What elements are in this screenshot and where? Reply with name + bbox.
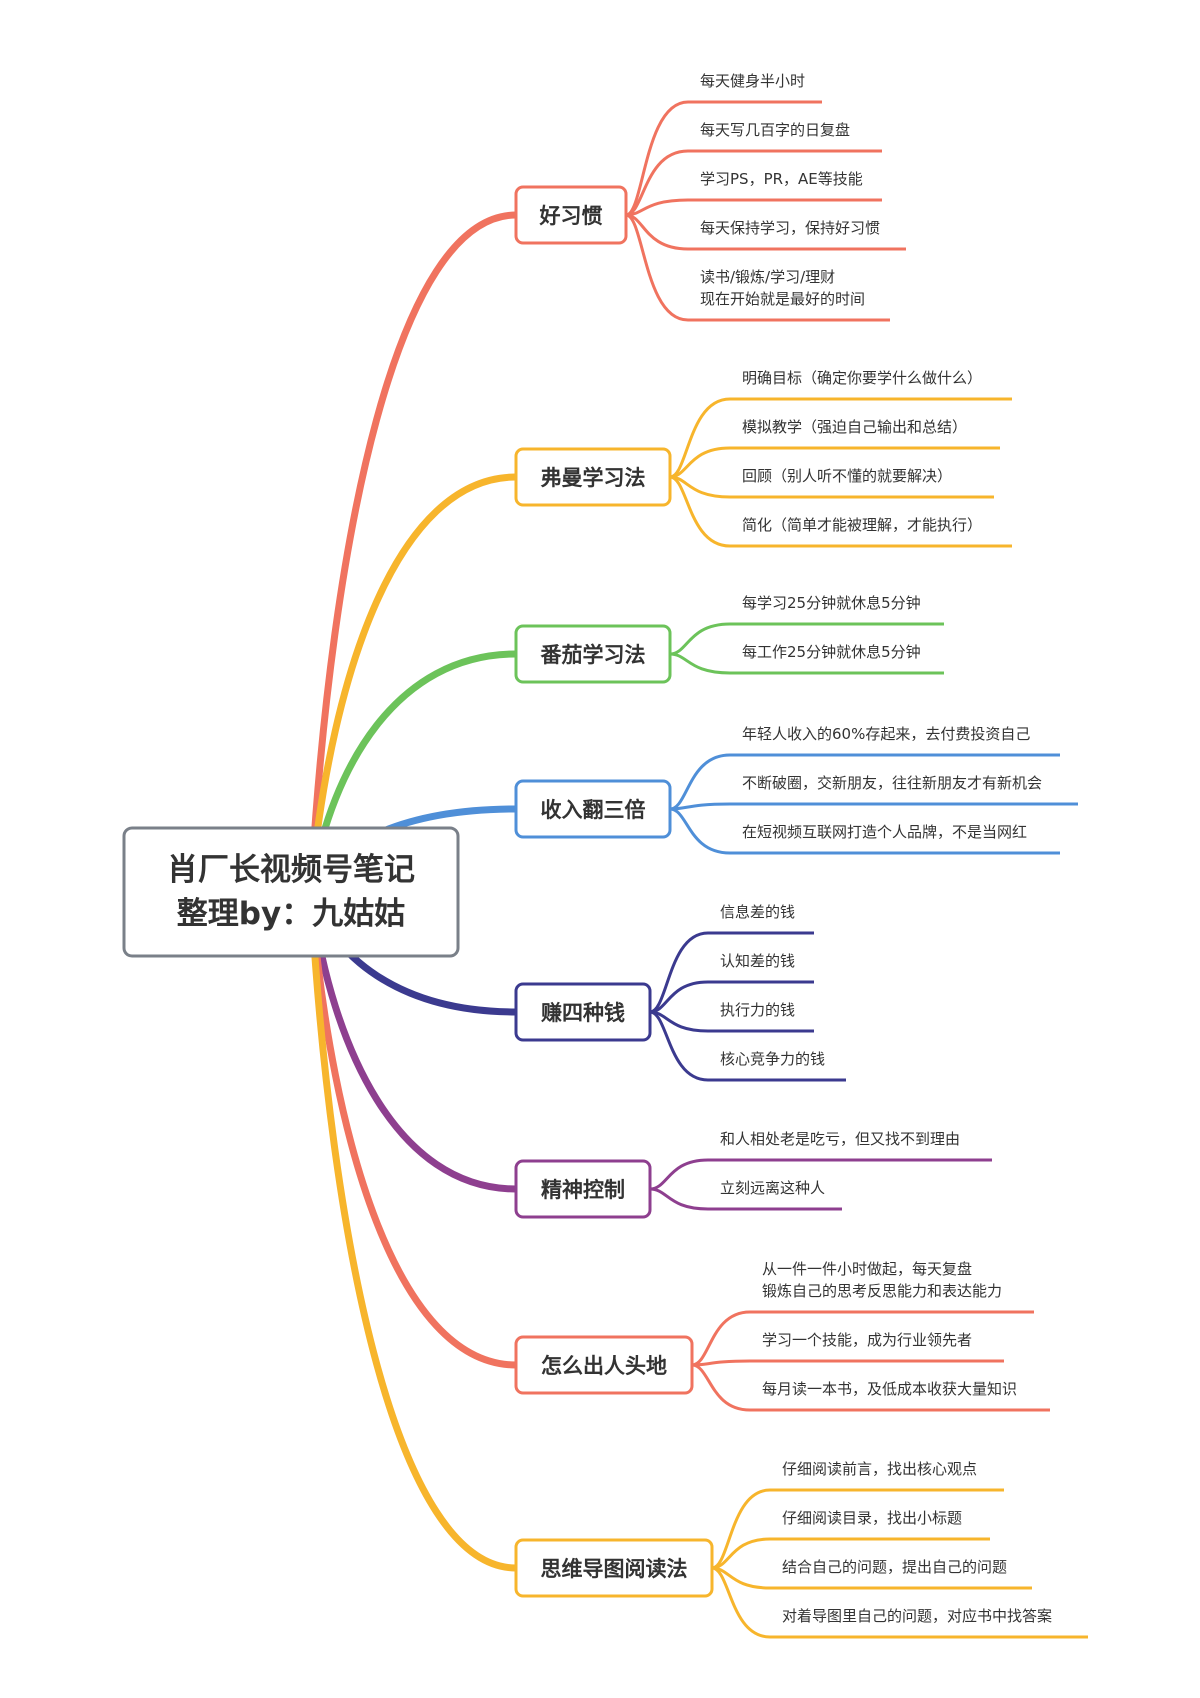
leaf-connector xyxy=(625,213,890,322)
leaf-connector xyxy=(625,149,882,217)
branches: 好习惯 每天健身半小时每天写几百字的日复盘学习PS，PR，AE等技能每天保持学习，… xyxy=(514,72,1088,1639)
leaf-connector xyxy=(649,931,814,1014)
leaf-item: 不断破圈，交新朋友，往往新朋友才有新机会 xyxy=(742,774,1042,792)
leaf-connector xyxy=(669,807,1060,855)
root-connector xyxy=(308,473,520,881)
leaf-item: 读书/锻炼/学习/理财 xyxy=(700,268,835,286)
leaf-connector xyxy=(669,475,1012,548)
leaf-connector xyxy=(669,397,1012,479)
root-connector xyxy=(308,903,520,1369)
branch-7: 怎么出人头地 从一件一件小时做起，每天复盘锻炼自己的思考反思能力和表达能力学习一个… xyxy=(514,1260,1050,1412)
leaf-item: 学习一个技能，成为行业领先者 xyxy=(762,1331,972,1349)
leaf-item: 仔细阅读目录，找出小标题 xyxy=(782,1509,962,1527)
leaf-item: 仔细阅读前言，找出核心观点 xyxy=(782,1460,977,1478)
leaf-item: 执行力的钱 xyxy=(720,1001,795,1019)
leaf-connector xyxy=(669,622,944,656)
leaf-item: 结合自己的问题，提出自己的问题 xyxy=(782,1558,1007,1576)
root-connector xyxy=(308,897,520,1193)
root-connector xyxy=(308,211,520,875)
branch-label: 思维导图阅读法 xyxy=(541,1557,688,1581)
root-box xyxy=(122,826,460,958)
leaf-item: 每学习25分钟就休息5分钟 xyxy=(742,594,921,612)
leaf-item: 立刻远离这种人 xyxy=(720,1179,825,1197)
branch-label: 收入翻三倍 xyxy=(541,798,646,822)
leaf-item: 信息差的钱 xyxy=(720,903,795,921)
branch-8: 思维导图阅读法 仔细阅读前言，找出核心观点仔细阅读目录，找出小标题结合自己的问题，… xyxy=(514,1460,1088,1639)
leaf-connector xyxy=(649,980,814,1014)
leaf-connector xyxy=(711,1488,1004,1570)
branch-label: 精神控制 xyxy=(541,1178,625,1202)
leaf-connector xyxy=(691,1359,1004,1367)
leaf-item: 每天保持学习，保持好习惯 xyxy=(700,219,880,237)
leaf-item: 年轻人收入的60%存起来，去付费投资自己 xyxy=(742,725,1030,743)
leaf-item: 在短视频互联网打造个人品牌，不是当网红 xyxy=(742,823,1027,841)
leaf-connector xyxy=(649,1158,992,1191)
leaf-item: 认知差的钱 xyxy=(720,952,795,970)
leaf-connector xyxy=(669,652,944,675)
leaf-item: 模拟教学（强迫自己输出和总结） xyxy=(742,418,967,436)
leaf-item: 每天写几百字的日复盘 xyxy=(700,121,850,139)
leaf-connector xyxy=(625,100,822,217)
leaf-item: 从一件一件小时做起，每天复盘 xyxy=(762,1260,972,1278)
leaf-item: 回顾（别人听不懂的就要解决） xyxy=(742,467,952,485)
leaf-item: 锻炼自己的思考反思能力和表达能力 xyxy=(762,1282,1002,1300)
branch-1: 好习惯 每天健身半小时每天写几百字的日复盘学习PS，PR，AE等技能每天保持学习，… xyxy=(514,72,906,322)
leaf-item: 和人相处老是吃亏，但又找不到理由 xyxy=(720,1130,960,1148)
leaf-item: 明确目标（确定你要学什么做什么） xyxy=(742,369,982,387)
leaf-connector xyxy=(625,213,906,251)
leaf-connector xyxy=(711,1537,990,1570)
branch-2: 弗曼学习法 明确目标（确定你要学什么做什么） 模拟教学（强迫自己输出和总结） 回顾（别… xyxy=(514,369,1012,548)
leaf-item: 核心竞争力的钱 xyxy=(720,1050,825,1068)
root-title-line: 肖厂长视频号笔记 xyxy=(167,852,415,888)
leaf-item: 简化（简单才能被理解，才能执行） xyxy=(742,516,982,534)
leaf-connector xyxy=(649,1187,842,1211)
leaf-item: 对着导图里自己的问题，对应书中找答案 xyxy=(782,1607,1052,1625)
leaf-connector xyxy=(649,1010,846,1082)
branch-4: 收入翻三倍 年轻人收入的60%存起来，去付费投资自己不断破圈，交新朋友，往往新朋友… xyxy=(514,725,1078,855)
leaf-connector xyxy=(669,446,1000,479)
branch-label: 弗曼学习法 xyxy=(541,466,646,490)
branch-label: 番茄学习法 xyxy=(540,643,646,667)
leaf-connector xyxy=(691,1310,1034,1367)
leaf-connector xyxy=(711,1566,1088,1639)
leaf-connector xyxy=(669,802,1078,811)
branch-label: 好习惯 xyxy=(539,204,603,228)
leaf-connector xyxy=(691,1363,1050,1412)
root-title-line: 整理by：九姑姑 xyxy=(177,896,405,932)
leaf-item: 每天健身半小时 xyxy=(700,72,805,90)
leaf-item: 每工作25分钟就休息5分钟 xyxy=(742,643,921,661)
leaf-item: 学习PS，PR，AE等技能 xyxy=(700,170,863,188)
root-connector xyxy=(308,909,520,1572)
leaf-item: 现在开始就是最好的时间 xyxy=(700,290,865,308)
branch-label: 赚四种钱 xyxy=(541,1001,625,1025)
leaf-connector xyxy=(625,198,882,217)
branch-label: 怎么出人头地 xyxy=(541,1354,667,1378)
leaf-connector xyxy=(669,753,1060,811)
leaf-item: 每月读一本书，及低成本收获大量知识 xyxy=(762,1380,1017,1398)
